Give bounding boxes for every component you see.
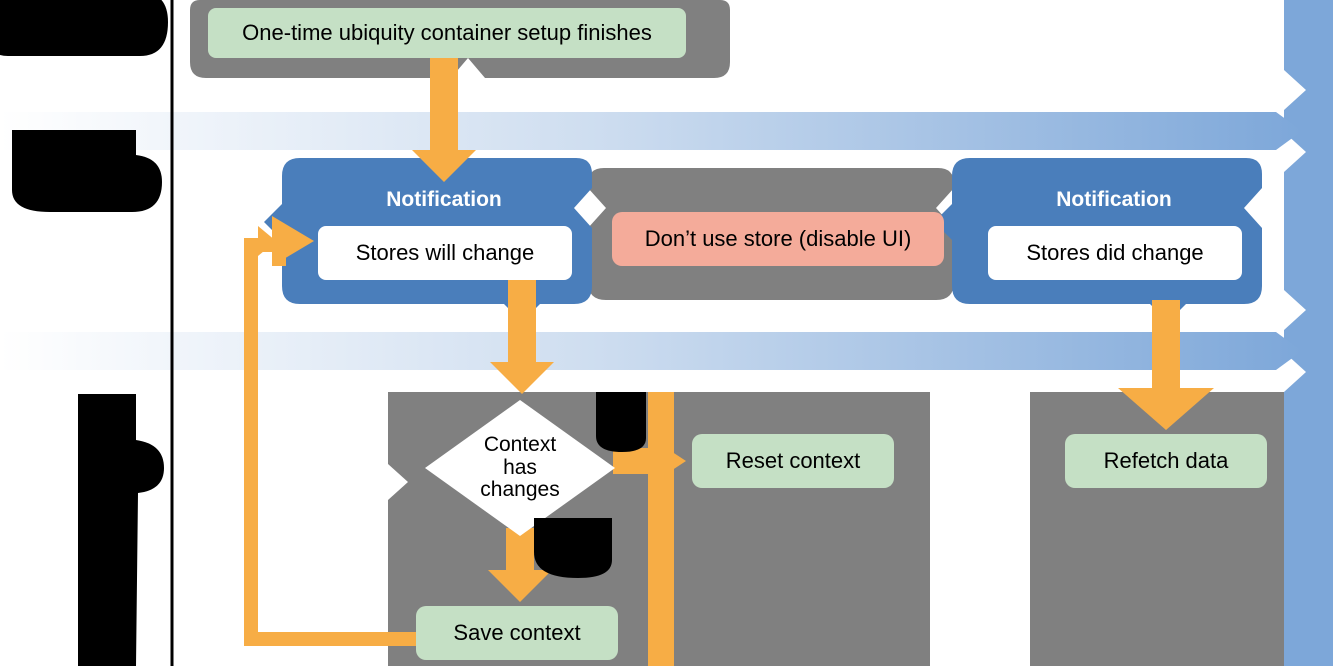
edge-decision-to-save: [488, 528, 552, 602]
node-stores-will-change[interactable]: [318, 226, 572, 280]
edge-vertical-spine: [648, 392, 674, 666]
redaction-lane-label-1: [0, 0, 168, 56]
edge-setup-to-will: [412, 56, 476, 182]
node-label-stores-will-change: Stores will change: [355, 240, 535, 266]
notification-header-left: Notification: [386, 187, 502, 211]
node-label-context-has-changes: Context has changes: [480, 432, 560, 502]
edge-did-to-refetch: [1118, 300, 1214, 430]
node-stores-did-change[interactable]: [988, 226, 1242, 280]
node-save-context[interactable]: [416, 606, 618, 660]
node-label-refetch-data: Refetch data: [1103, 448, 1229, 474]
node-refetch-data[interactable]: [1065, 434, 1267, 488]
node-label-save-context: Save context: [453, 620, 581, 646]
notification-header-right: Notification: [1056, 187, 1172, 211]
node-label-setup-finishes: One-time ubiquity container setup finish…: [242, 20, 652, 46]
decision-diamond-context-has-changes: [425, 400, 615, 536]
redaction-decision-label-no: [534, 518, 612, 578]
node-reset-context[interactable]: [692, 434, 894, 488]
node-dont-use-store[interactable]: [612, 212, 944, 266]
lane-band-2: [0, 332, 1302, 370]
edge-save-loopback: [244, 216, 416, 646]
node-setup-finishes[interactable]: [208, 8, 686, 58]
lane-band-1: [0, 112, 1302, 150]
node-label-reset-context: Reset context: [725, 448, 861, 474]
node-label-dont-use-store: Don’t use store (disable UI): [644, 226, 912, 252]
edge-will-to-decision: [490, 278, 554, 394]
lane-rail-right: [1284, 0, 1333, 666]
redaction-lane-label-2: [12, 130, 162, 212]
redaction-lane-label-3: [78, 394, 164, 666]
redaction-decision-label-yes: [596, 392, 646, 452]
node-label-stores-did-change: Stores did change: [1026, 240, 1204, 266]
